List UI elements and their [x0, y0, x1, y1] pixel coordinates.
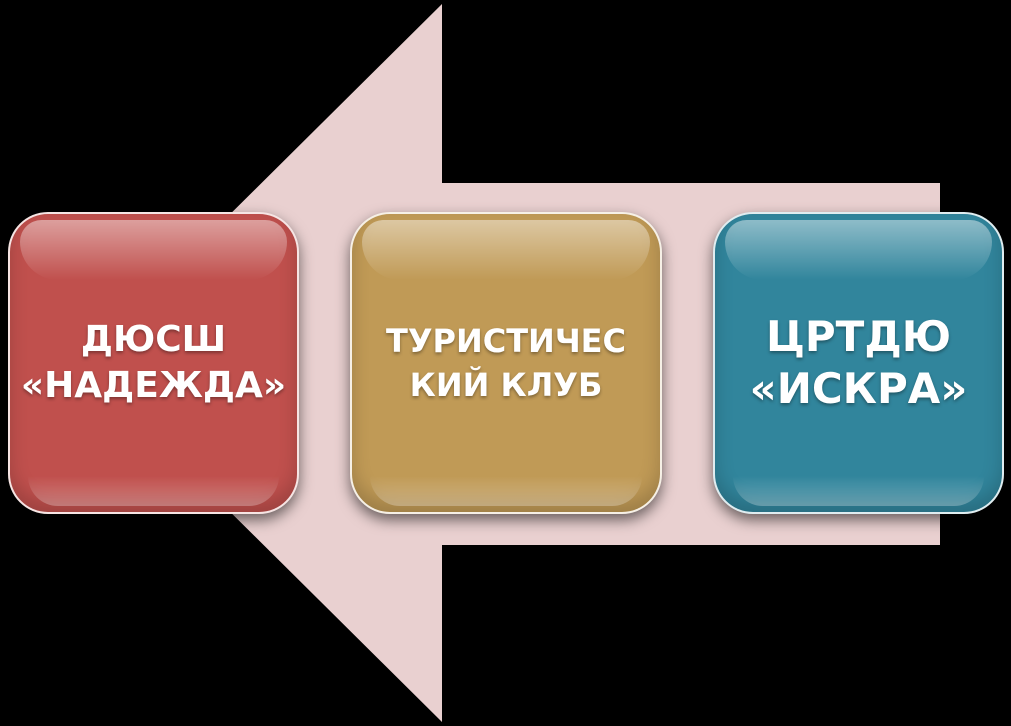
box-dyussh-nadezhda: ДЮСШ «НАДЕЖДА» [8, 212, 299, 514]
box-1-label: ДЮСШ «НАДЕЖДА» [20, 319, 287, 406]
box-2-label: ТУРИСТИЧЕСКИЙ КЛУБ [385, 322, 627, 404]
box-3-label: ЦРТДЮ «ИСКРА» [749, 312, 968, 413]
box-tourist-club: ТУРИСТИЧЕСКИЙ КЛУБ [350, 212, 662, 514]
box-crtdyu-iskra: ЦРТДЮ «ИСКРА» [713, 212, 1004, 514]
